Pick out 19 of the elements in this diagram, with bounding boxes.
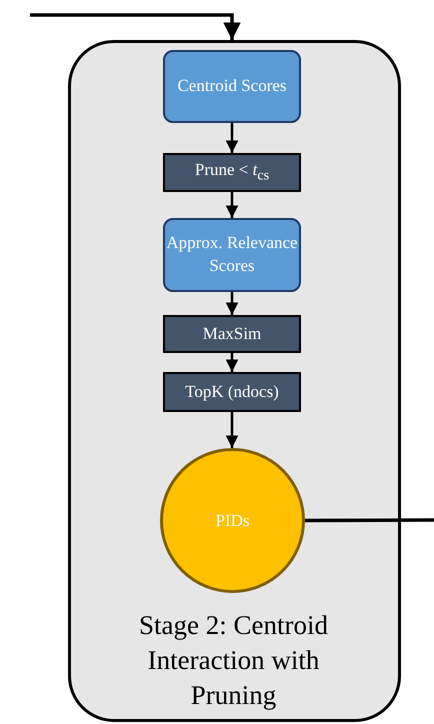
circle-label: PIDs bbox=[215, 510, 250, 530]
operation-box bbox=[163, 372, 301, 412]
box-label: Centroid Scores bbox=[177, 75, 287, 98]
arrow bbox=[226, 192, 238, 218]
process-box bbox=[163, 50, 301, 123]
arrow bbox=[226, 292, 238, 315]
arrow bbox=[226, 123, 238, 153]
box-label: Approx. Relevance Scores bbox=[165, 232, 299, 277]
stage-panel bbox=[68, 40, 401, 722]
arrow bbox=[226, 412, 238, 448]
process-box bbox=[163, 218, 301, 292]
arrow bbox=[226, 353, 238, 372]
box-label: Prune < t$_{cs}$ bbox=[194, 160, 270, 185]
operation-box bbox=[163, 153, 301, 192]
box-label: MaxSim bbox=[202, 324, 262, 344]
operation-box bbox=[163, 315, 301, 353]
stage-title: Stage 2: Centroid Interaction with Pruning bbox=[138, 609, 329, 712]
arrow bbox=[30, 13, 241, 40]
box-label: TopK (ndocs) bbox=[184, 382, 280, 402]
